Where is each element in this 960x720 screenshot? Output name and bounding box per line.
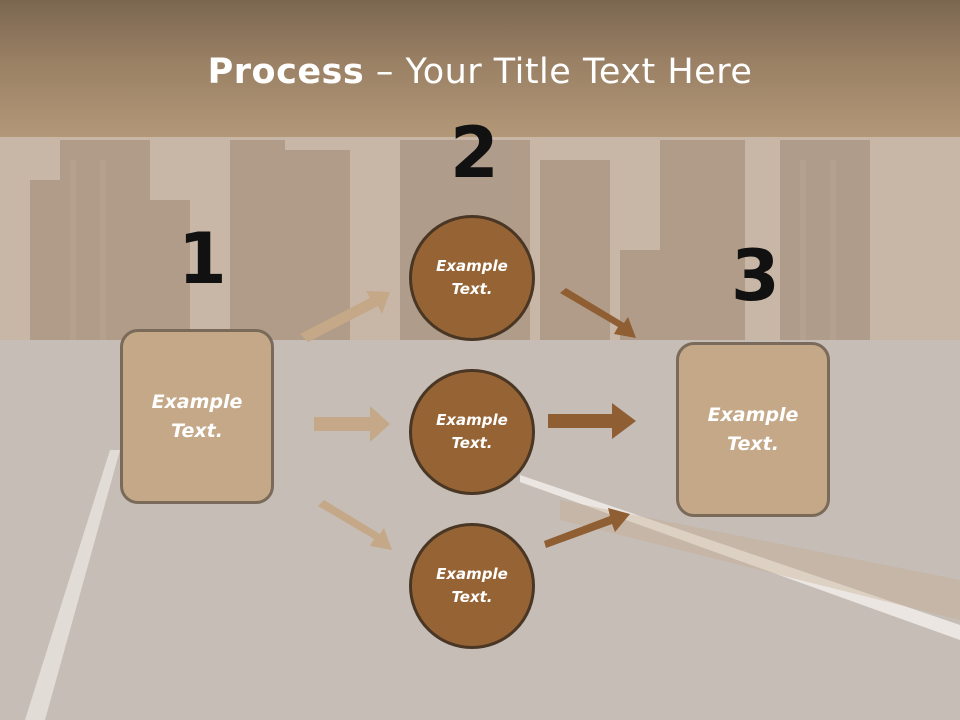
step-number-1: 1	[178, 218, 227, 300]
slide-title: Process – Your Title Text Here	[0, 52, 960, 92]
title-bold: Process	[207, 52, 365, 92]
arrow-to-bottom	[318, 500, 392, 550]
arrow-from-bottom	[544, 508, 630, 548]
circle-middle-text: Example Text.	[436, 411, 508, 452]
step-1-box: Example Text.	[120, 329, 274, 504]
step-3-box: Example Text.	[676, 342, 830, 517]
step-3-text: Example Text.	[707, 403, 799, 455]
circle-top: Example Text.	[409, 215, 535, 341]
step-number-2: 2	[450, 112, 499, 194]
arrow-from-top	[560, 288, 636, 338]
arrow-to-top	[300, 291, 390, 342]
title-bar	[0, 0, 960, 137]
circle-middle: Example Text.	[409, 369, 535, 495]
circle-top-text: Example Text.	[436, 257, 508, 298]
circle-bottom: Example Text.	[409, 523, 535, 649]
circle-bottom-text: Example Text.	[436, 565, 508, 606]
step-1-text: Example Text.	[151, 390, 243, 442]
title-rest: – Your Title Text Here	[364, 52, 753, 92]
step-number-3: 3	[731, 235, 780, 317]
arrow-from-middle	[548, 403, 636, 439]
arrow-to-middle	[314, 406, 390, 442]
